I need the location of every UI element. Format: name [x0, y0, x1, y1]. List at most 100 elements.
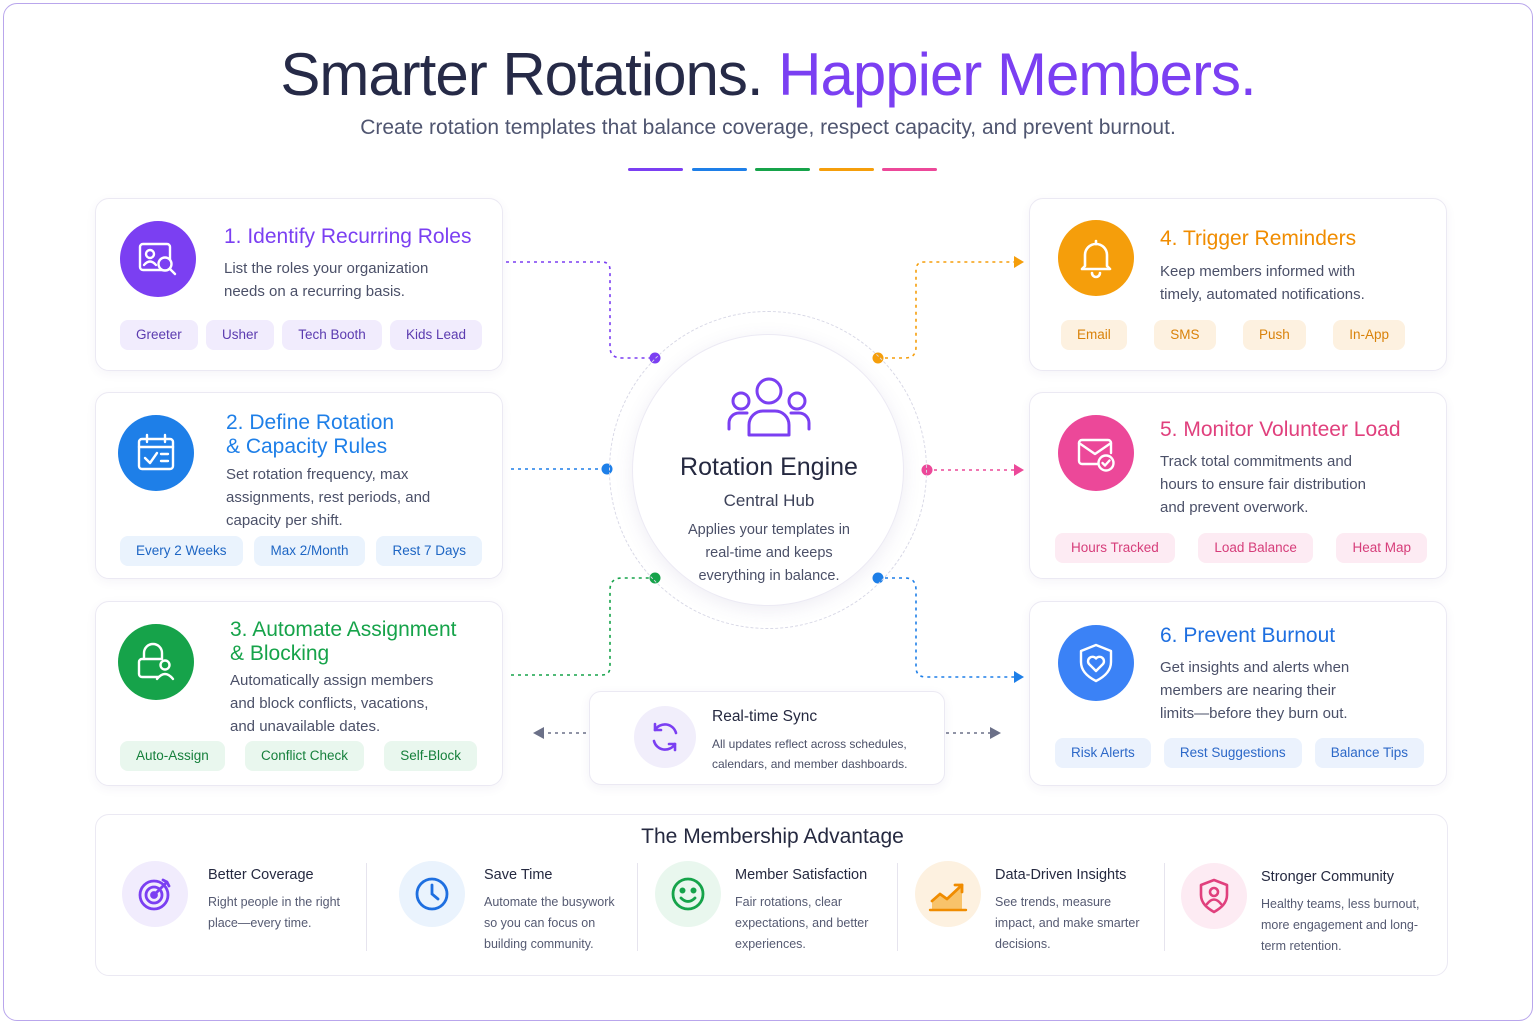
- tag[interactable]: Rest 7 Days: [376, 536, 482, 566]
- advantage-title: The Membership Advantage: [641, 825, 904, 848]
- divider-bar-blue: [692, 168, 747, 171]
- people-group-icon: [725, 373, 813, 448]
- tag[interactable]: Every 2 Weeks: [120, 536, 243, 566]
- title-part-2: Happier Members.: [778, 41, 1257, 108]
- advantage-text: Healthy teams, less burnout, more engage…: [1261, 897, 1420, 953]
- advantage-divider: [1164, 863, 1165, 951]
- advantage-text: Fair rotations, clear expectations, and …: [735, 895, 869, 951]
- step-2-description: Set rotation frequency, max assignments,…: [226, 466, 431, 529]
- divider-bar-purple: [628, 168, 683, 171]
- advantage-divider: [366, 863, 367, 951]
- tag[interactable]: Heat Map: [1336, 533, 1427, 563]
- advantage-divider: [637, 863, 638, 951]
- connector-step6: [878, 577, 1014, 678]
- advantage-heading: Better Coverage: [208, 867, 314, 883]
- shield-user-icon: [1181, 863, 1247, 929]
- step-2-title: 2. Define Rotation & Capacity Rules: [226, 411, 394, 459]
- tag[interactable]: SMS: [1154, 320, 1216, 350]
- tag[interactable]: Hours Tracked: [1055, 533, 1175, 563]
- tag[interactable]: Balance Tips: [1314, 738, 1424, 768]
- hub-description: Applies your templates in real-time and …: [688, 522, 850, 584]
- id-card-search-icon: [120, 221, 196, 297]
- advantage-text: Right people in the right place—every ti…: [208, 895, 341, 930]
- step-6-tags: Risk Alerts Rest Suggestions Balance Tip…: [1055, 738, 1424, 768]
- tag[interactable]: Load Balance: [1198, 533, 1313, 563]
- hub-outer-ring: [609, 311, 927, 629]
- step-3-title-line2: & Blocking: [230, 642, 330, 665]
- step-4-title: 4. Trigger Reminders: [1160, 227, 1357, 250]
- page-title: Smarter Rotations. Happier Members.: [0, 40, 1536, 109]
- step-6-description: Get insights and alerts when members are…: [1160, 659, 1350, 722]
- rotation-engine-hub: Rotation Engine Central Hub Applies your…: [632, 334, 904, 606]
- real-time-sync-card: Real-time Sync All updates reflect acros…: [589, 691, 945, 785]
- sync-arrows-icon: [634, 706, 696, 768]
- connector-step1: [506, 261, 655, 359]
- advantage-heading: Stronger Community: [1261, 869, 1394, 885]
- step-card-2: 2. Define Rotation & Capacity Rules Set …: [95, 392, 503, 579]
- divider-bar-orange: [819, 168, 874, 171]
- step-3-title-line1: 3. Automate Assignment: [230, 618, 457, 641]
- arrowhead-sync-left: [533, 727, 544, 739]
- step-card-6: 6. Prevent Burnout Get insights and aler…: [1029, 601, 1447, 786]
- tag[interactable]: Push: [1242, 320, 1306, 350]
- step-5-description: Track total commitments and hours to ens…: [1160, 453, 1366, 516]
- step-5-tags: Hours Tracked Load Balance Heat Map: [1055, 533, 1427, 563]
- divider-bar-green: [755, 168, 810, 171]
- arrowhead-step5: [1014, 464, 1024, 476]
- mail-check-icon: [1058, 415, 1134, 491]
- clock-icon: [399, 861, 465, 927]
- step-6-title: 6. Prevent Burnout: [1160, 624, 1336, 647]
- connector-step3: [511, 577, 655, 676]
- tag[interactable]: Self-Block: [384, 741, 477, 771]
- page-subtitle: Create rotation templates that balance c…: [360, 116, 1176, 139]
- tag[interactable]: Max 2/Month: [254, 536, 365, 566]
- step-3-description: Automatically assign members and block c…: [230, 672, 434, 735]
- tag[interactable]: Greeter: [120, 320, 198, 350]
- step-card-5: 5. Monitor Volunteer Load Track total co…: [1029, 392, 1447, 579]
- smile-icon: [655, 861, 721, 927]
- step-3-title: 3. Automate Assignment & Blocking: [230, 618, 456, 666]
- step-2-title-line2: & Capacity Rules: [226, 435, 388, 458]
- tag[interactable]: Email: [1061, 320, 1127, 350]
- step-card-1: 1. Identify Recurring Roles List the rol…: [95, 198, 503, 371]
- step-1-title: 1. Identify Recurring Roles: [224, 225, 472, 248]
- sync-title: Real-time Sync: [712, 708, 818, 725]
- divider-bar-pink: [882, 168, 937, 171]
- advantage-heading: Member Satisfaction: [735, 867, 868, 883]
- bell-icon: [1058, 220, 1134, 296]
- step-2-tags: Every 2 Weeks Max 2/Month Rest 7 Days: [120, 536, 482, 566]
- arrowhead-sync-right: [990, 727, 1001, 739]
- step-4-description: Keep members informed with timely, autom…: [1160, 263, 1365, 303]
- membership-advantage-panel: The Membership Advantage Better Coverage…: [95, 814, 1448, 976]
- tag[interactable]: Tech Booth: [282, 320, 382, 350]
- target-icon: [122, 861, 188, 927]
- step-2-title-line1: 2. Define Rotation: [226, 411, 395, 434]
- page-frame: [3, 3, 1533, 1021]
- step-card-4: 4. Trigger Reminders Keep members inform…: [1029, 198, 1447, 371]
- advantage-divider: [897, 863, 898, 951]
- tag[interactable]: In-App: [1333, 320, 1405, 350]
- tag[interactable]: Auto-Assign: [120, 741, 225, 771]
- tag[interactable]: Kids Lead: [389, 320, 482, 350]
- arrowhead-step6: [1014, 671, 1024, 683]
- tag[interactable]: Rest Suggestions: [1163, 738, 1302, 768]
- hub-title: Rotation Engine: [680, 453, 858, 481]
- advantage-text: Automate the busywork so you can focus o…: [484, 895, 615, 951]
- tag[interactable]: Conflict Check: [244, 741, 365, 771]
- calendar-check-icon: [118, 415, 194, 491]
- advantage-heading: Save Time: [484, 867, 553, 883]
- tag[interactable]: Risk Alerts: [1055, 738, 1151, 768]
- tag[interactable]: Usher: [205, 320, 274, 350]
- step-4-tags: Email SMS Push In-App: [1061, 320, 1405, 350]
- trend-chart-icon: [915, 861, 981, 927]
- step-5-title: 5. Monitor Volunteer Load: [1160, 418, 1401, 441]
- title-part-1: Smarter Rotations.: [280, 41, 763, 108]
- step-3-tags: Auto-Assign Conflict Check Self-Block: [120, 741, 477, 771]
- color-divider: [628, 168, 938, 171]
- lock-user-icon: [118, 624, 194, 700]
- arrowhead-step4: [1014, 256, 1024, 268]
- advantage-heading: Data-Driven Insights: [995, 867, 1127, 883]
- step-1-tags: Greeter Usher Tech Booth Kids Lead: [120, 320, 482, 350]
- step-card-3: 3. Automate Assignment & Blocking Automa…: [95, 601, 503, 786]
- connector-step4: [878, 261, 1014, 359]
